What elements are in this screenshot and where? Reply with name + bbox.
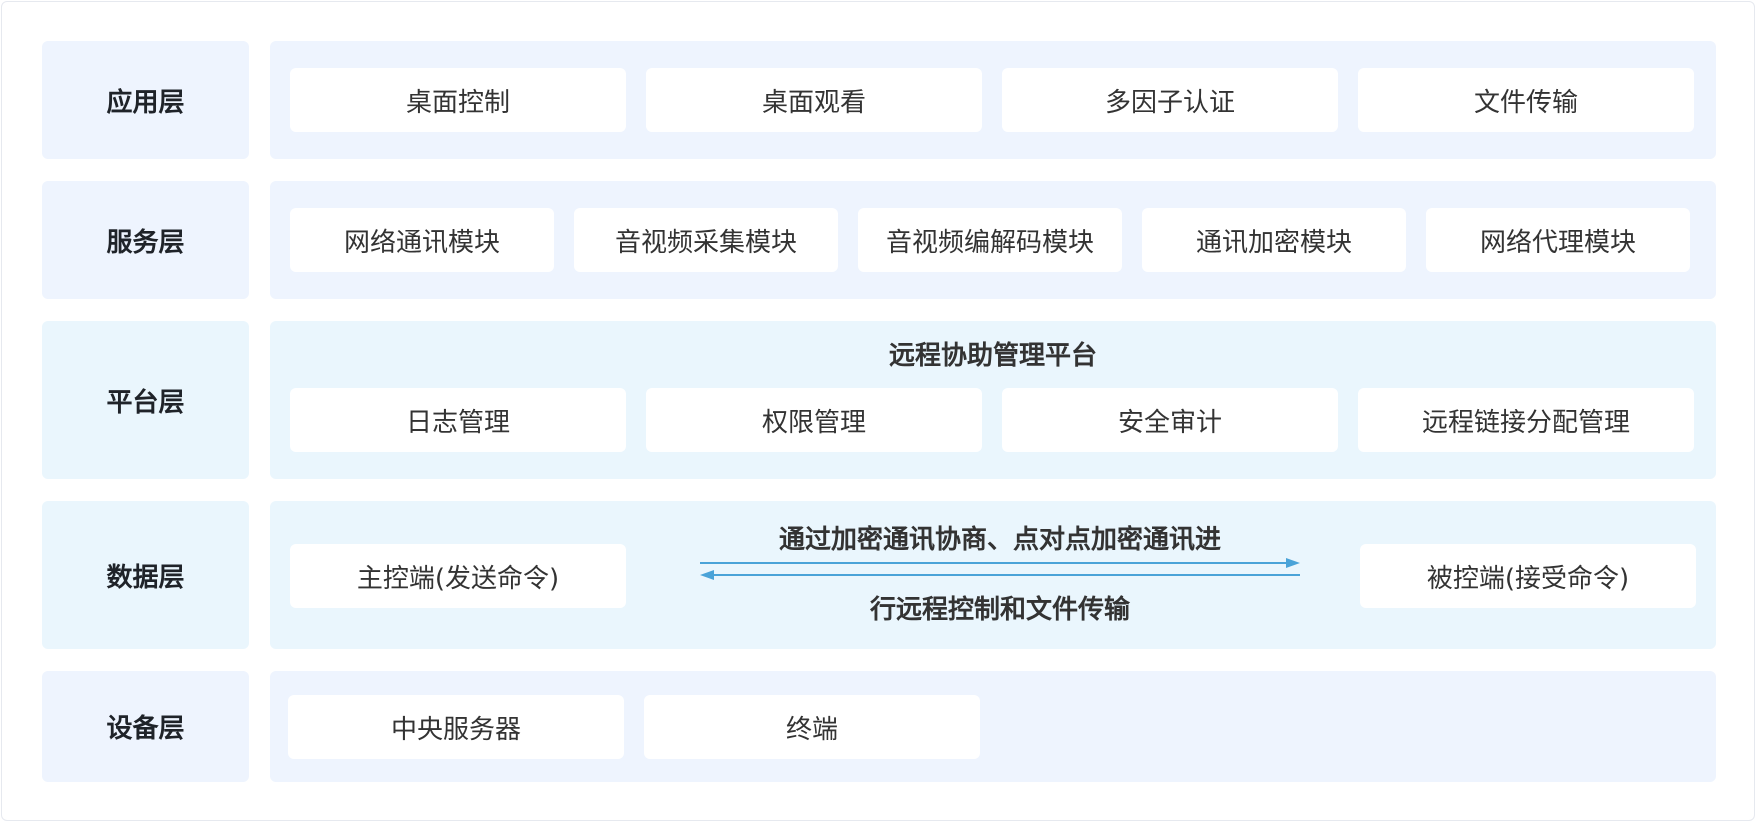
bidirectional-arrow-icon [700, 558, 1300, 580]
service-item-network-proxy: 网络代理模块 [1426, 208, 1690, 272]
service-layer-panel: 网络通讯模块 音视频采集模块 音视频编解码模块 通讯加密模块 网络代理模块 [270, 181, 1716, 299]
service-item-av-codec: 音视频编解码模块 [858, 208, 1122, 272]
platform-layer-panel: 远程协助管理平台 日志管理 权限管理 安全审计 远程链接分配管理 [270, 321, 1716, 479]
app-item-file-transfer: 文件传输 [1358, 68, 1694, 132]
platform-title: 远程协助管理平台 [888, 341, 1097, 371]
device-layer-panel: 中央服务器 终端 [270, 671, 1716, 782]
app-item-desktop-view: 桌面观看 [646, 68, 982, 132]
layer-label-device: 设备层 [42, 671, 249, 782]
service-item-comm-encryption: 通讯加密模块 [1142, 208, 1406, 272]
service-item-av-capture: 音视频采集模块 [574, 208, 838, 272]
app-item-mfa: 多因子认证 [1002, 68, 1338, 132]
device-item-central-server: 中央服务器 [288, 695, 624, 759]
data-flow-text-top: 通过加密通讯协商、点对点加密通讯进 [778, 525, 1221, 555]
data-controller-node: 主控端(发送命令) [290, 544, 626, 608]
platform-item-audit: 安全审计 [1002, 388, 1338, 452]
platform-item-remote-link: 远程链接分配管理 [1358, 388, 1694, 452]
layer-label-service: 服务层 [42, 181, 249, 299]
data-flow-text-bottom: 行远程控制和文件传输 [869, 595, 1130, 625]
platform-item-log: 日志管理 [290, 388, 626, 452]
layer-label-platform: 平台层 [42, 321, 249, 479]
application-layer-panel: 桌面控制 桌面观看 多因子认证 文件传输 [270, 41, 1716, 159]
layer-label-application: 应用层 [42, 41, 249, 159]
service-item-network-comm: 网络通讯模块 [290, 208, 554, 272]
platform-item-permission: 权限管理 [646, 388, 982, 452]
data-controlled-node: 被控端(接受命令) [1360, 544, 1696, 608]
layer-label-data: 数据层 [42, 501, 249, 649]
data-layer-panel: 主控端(发送命令) 通过加密通讯协商、点对点加密通讯进 行远程控制和文件传输 被… [270, 501, 1716, 649]
device-item-terminal: 终端 [644, 695, 980, 759]
app-item-desktop-control: 桌面控制 [290, 68, 626, 132]
